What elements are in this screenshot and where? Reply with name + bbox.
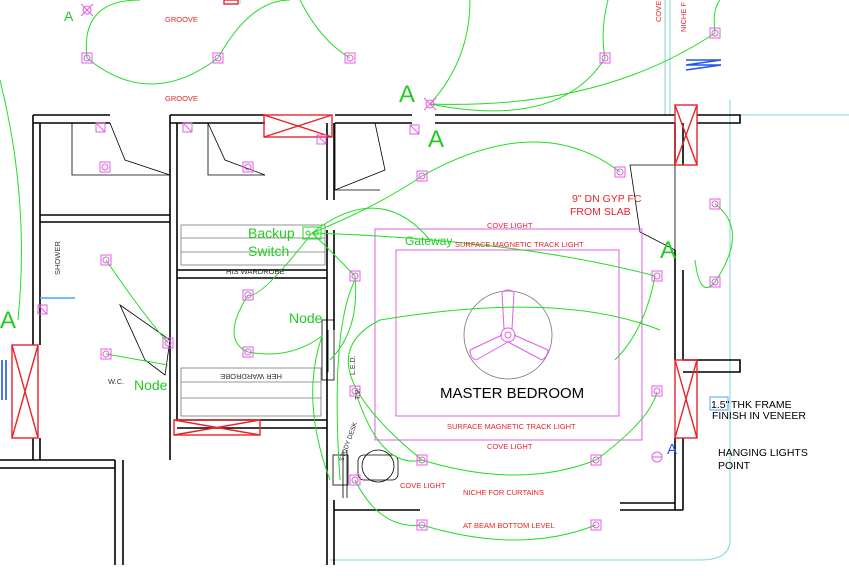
room-led: L.E.D. (350, 355, 357, 375)
light-fixture (349, 385, 361, 397)
light-fixture (242, 346, 254, 358)
light-fixture (590, 454, 602, 466)
light-fixture (316, 134, 327, 145)
light-fixture (590, 519, 602, 531)
light-fixture (416, 170, 428, 182)
light-fixture (614, 166, 626, 178)
room-wc: W.C. (108, 377, 124, 386)
light-fixture (416, 519, 428, 531)
label-groove-mid: GROOVE (165, 94, 198, 103)
light-fixture (651, 270, 663, 282)
note-frame-2: FINISH IN VENEER (712, 410, 806, 422)
label-cove-vertical: COVE (654, 1, 663, 22)
room-tv: T.V. (355, 389, 362, 400)
light-fixture (100, 348, 112, 360)
light-fixture (182, 122, 193, 133)
light-fixture (709, 198, 721, 210)
wardrobe-rails (180, 224, 335, 417)
annotation-node-wc: Node (134, 377, 168, 393)
ceiling-labels: GROOVE GROOVE COVE LIGHT SURFACE MAGNETI… (165, 1, 688, 530)
annotation-node-wardrobe: Node (289, 310, 323, 326)
light-fixture (349, 474, 361, 486)
room-his-wardrobe: HIS WARDROBE (226, 267, 284, 276)
cyan-outline (239, 0, 849, 561)
light-fixture (37, 304, 48, 315)
circuit-label-a: A (428, 126, 444, 153)
pendant-light-icon (80, 3, 94, 17)
light-fixture (409, 124, 420, 135)
hanging-point-icon (651, 451, 663, 463)
light-fixture (709, 276, 721, 288)
label-groove-top: GROOVE (165, 15, 198, 24)
circuit-label-a: A (0, 307, 16, 334)
light-fixture (416, 454, 428, 466)
label-beam-bottom: AT BEAM BOTTOM LEVEL (463, 521, 555, 530)
annotation-gateway: Gateway (405, 234, 452, 248)
light-fixture (651, 385, 663, 397)
note-hanging-1: HANGING LIGHTS (718, 447, 808, 459)
light-fixture (100, 254, 112, 266)
automation-annotations: Backup Switch Gateway Node Node A A A A … (0, 8, 677, 458)
label-niche-vertical: NICHE F (679, 2, 688, 32)
ceiling-coves (374, 228, 643, 441)
light-fixture (344, 52, 356, 64)
label-niche-curtains: NICHE FOR CURTAINS (463, 488, 544, 497)
light-fixture (242, 289, 254, 301)
circuit-label-a: A (399, 81, 415, 108)
backup-switch-icon (302, 226, 322, 240)
label-cove-light-top: COVE LIGHT (487, 221, 533, 230)
light-fixture (95, 122, 106, 133)
light-fixture (99, 161, 111, 173)
notes: 1.5" THK FRAME FINISH IN VENEER HANGING … (709, 396, 808, 472)
circuit-label-a: A (660, 237, 676, 264)
note-frame-size: 1.5" (711, 399, 730, 411)
study-desk (332, 449, 399, 498)
room-shower: SHOWER (53, 241, 62, 275)
circuit-wires (0, 0, 733, 541)
windows (11, 0, 698, 439)
label-dn-gyp-2: FROM SLAB (570, 206, 631, 218)
label-cove-light-desk: COVE LIGHT (400, 481, 446, 490)
light-fixture (242, 161, 254, 173)
walls (0, 114, 741, 565)
annotation-backup: Backup (248, 225, 295, 241)
label-track-light-bottom: SURFACE MAGNETIC TRACK LIGHT (447, 422, 576, 431)
frame-size-highlight (709, 396, 729, 411)
room-master-bedroom: MASTER BEDROOM (440, 385, 584, 402)
light-fixture (709, 27, 721, 39)
note-hanging-2: POINT (718, 460, 751, 472)
label-dn-gyp-1: 9" DN GYP FC (572, 193, 642, 205)
ceiling-fan-icon (463, 289, 553, 380)
circuit-label-a: A (64, 8, 74, 24)
note-frame-1: THK FRAME (731, 399, 792, 411)
pendant-light-icon (423, 97, 437, 111)
label-track-light-top: SURFACE MAGNETIC TRACK LIGHT (455, 240, 584, 249)
light-fixture (599, 52, 611, 64)
room-study-desk: STUDY DESK (338, 421, 359, 463)
label-cove-light-bottom: COVE LIGHT (487, 442, 533, 451)
closet-doors (71, 122, 676, 376)
vent-grilles (1, 59, 722, 400)
light-fixture (349, 270, 361, 282)
annotation-switch: Switch (248, 243, 289, 259)
light-fixture (212, 52, 224, 64)
light-fixture (81, 52, 93, 64)
room-her-wardrobe: HER WARDROBE (220, 372, 282, 381)
light-fixture (162, 337, 174, 349)
hanging-circuit-label: A (667, 441, 677, 458)
pendant-lights (80, 3, 663, 463)
light-fixtures (37, 27, 721, 531)
